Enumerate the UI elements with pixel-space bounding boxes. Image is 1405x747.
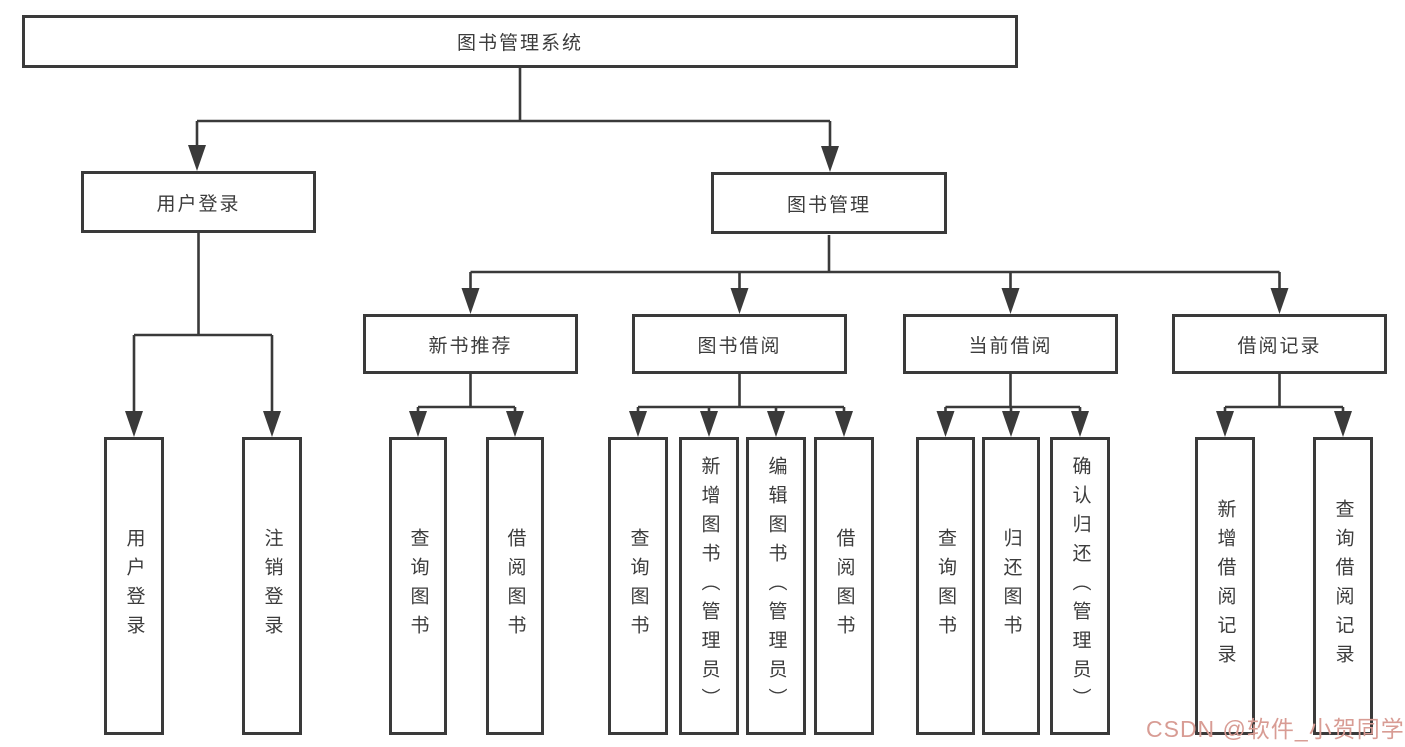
csdn-watermark: CSDN @软件_小贺同学 [1146, 716, 1405, 742]
node-book-borrow: 图书借阅 [632, 314, 847, 374]
leaf-records-query-record: 查询借阅记录 [1313, 437, 1373, 735]
leaf-current-return-book: 归还图书 [982, 437, 1040, 735]
leaf-borrow-query-book: 查询图书 [608, 437, 668, 735]
leaf-borrow-borrow-book: 借阅图书 [814, 437, 874, 735]
node-book-management-branch: 图书管理 [711, 172, 947, 234]
arrowheads [125, 145, 1352, 437]
leaf-borrow-add-book-admin: 新增图书（管理员） [679, 437, 739, 735]
leaf-current-query-book: 查询图书 [916, 437, 975, 735]
leaf-current-confirm-return-admin: 确认归还（管理员） [1050, 437, 1110, 735]
leaf-records-add-record: 新增借阅记录 [1195, 437, 1255, 735]
leaf-borrow-edit-book-admin: 编辑图书（管理员） [746, 437, 806, 735]
leaf-newbooks-borrow-book: 借阅图书 [486, 437, 544, 735]
leaf-newbooks-query-book: 查询图书 [389, 437, 447, 735]
node-new-book-recommend: 新书推荐 [363, 314, 578, 374]
node-borrow-records: 借阅记录 [1172, 314, 1387, 374]
node-user-login-branch: 用户登录 [81, 171, 316, 233]
node-current-borrow: 当前借阅 [903, 314, 1118, 374]
node-root: 图书管理系统 [22, 15, 1018, 68]
leaf-user-login: 用户登录 [104, 437, 164, 735]
connector-strokes [132, 68, 1345, 416]
leaf-logout: 注销登录 [242, 437, 302, 735]
